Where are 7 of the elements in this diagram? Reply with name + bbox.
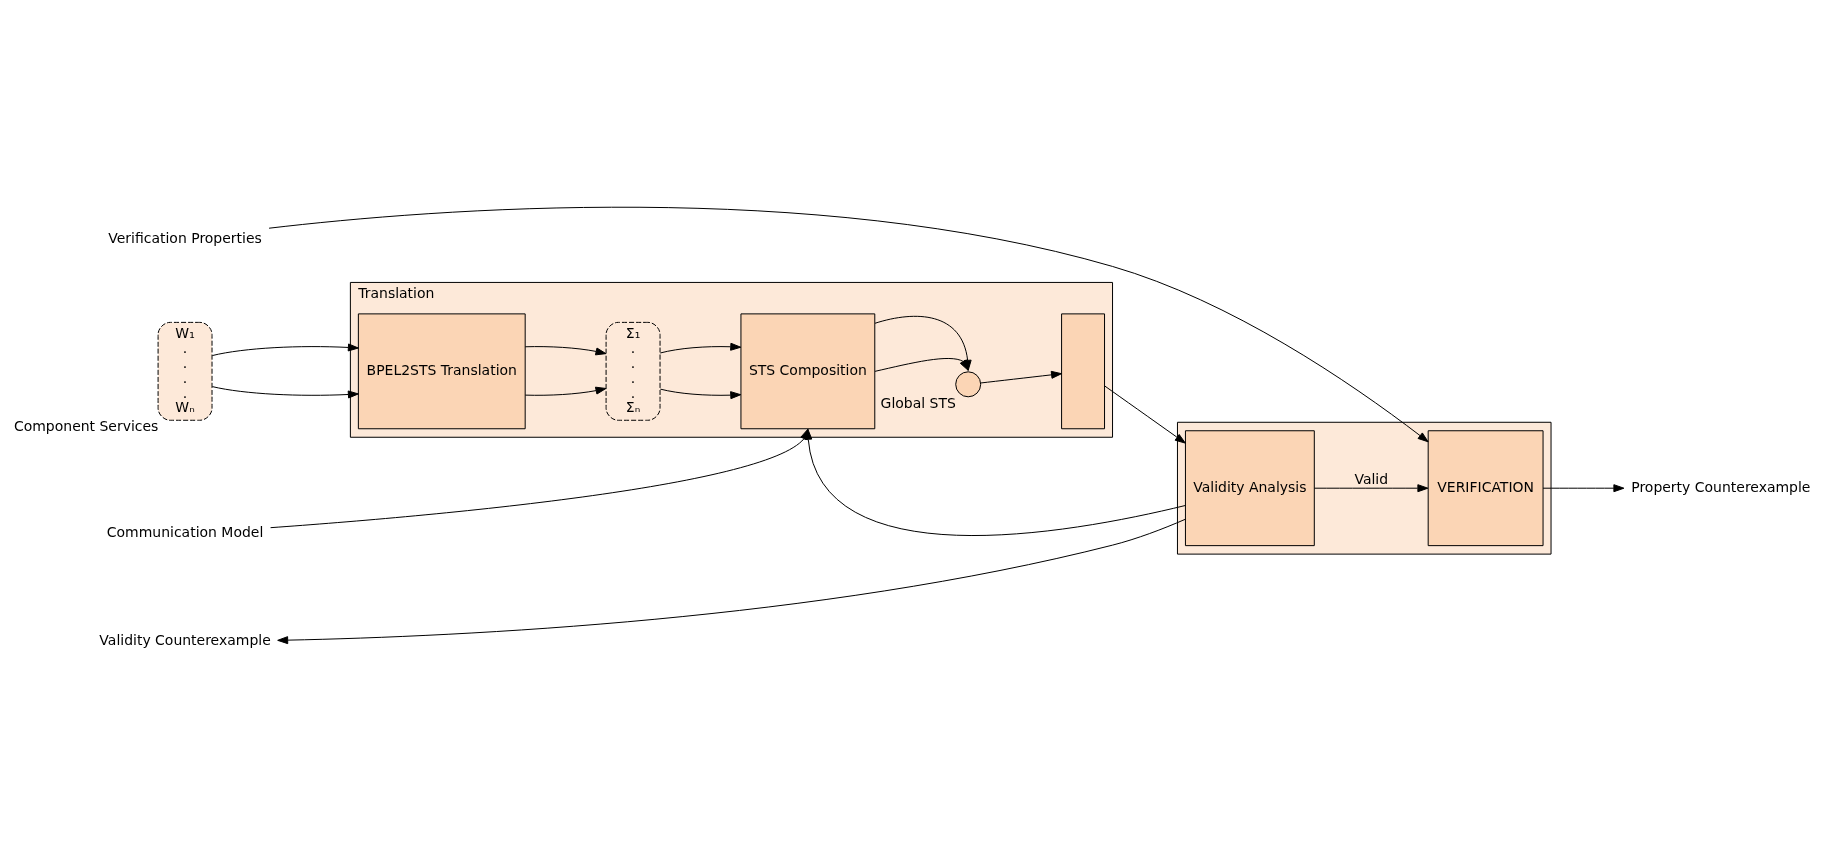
node-label: Global STS (880, 394, 956, 411)
node-text: Verification Properties (107, 229, 262, 246)
edge-label: Valid (1353, 470, 1388, 487)
node-label: Component Services (13, 417, 158, 434)
node-text: Validity Counterexample (98, 631, 271, 648)
node-text: Property Counterexample (1630, 478, 1810, 495)
node-text: Communication Model (106, 523, 263, 540)
